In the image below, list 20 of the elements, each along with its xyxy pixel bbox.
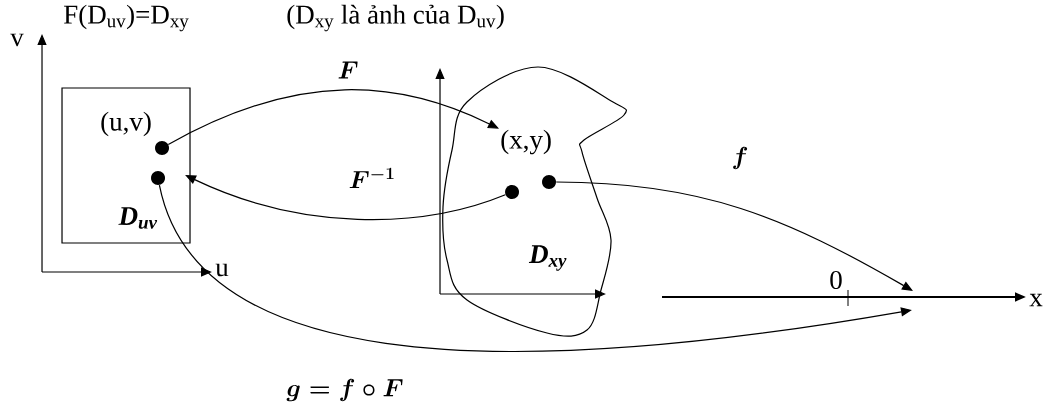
- point-dot: [542, 175, 556, 189]
- heading-text: (D$_{xy}$ là ảnh của D$_{uv}$): [287, 4, 504, 32]
- axis-label: 0: [830, 270, 842, 290]
- axis-label: u: [215, 263, 229, 277]
- point-dot: [151, 171, 165, 185]
- arrow: [185, 175, 506, 220]
- point-dot: [155, 141, 169, 155]
- edge-label: $g = f \circ F$: [285, 377, 405, 403]
- edge-label: $F$: [336, 60, 360, 80]
- edge-label: $f$: [730, 145, 750, 171]
- arrow: [167, 89, 499, 146]
- axis-label: x: [1029, 293, 1043, 307]
- heading-text: F(D$_{uv}$)=D$_{xy}$: [64, 4, 189, 32]
- arrow: [555, 181, 913, 291]
- point-label: (u,v): [101, 111, 151, 137]
- edge-label: $F^{-1}$: [347, 166, 397, 190]
- arrow: [158, 184, 912, 353]
- point-label: (x,y): [501, 129, 551, 155]
- axis-label: v: [10, 33, 24, 47]
- point-dot: [505, 185, 519, 199]
